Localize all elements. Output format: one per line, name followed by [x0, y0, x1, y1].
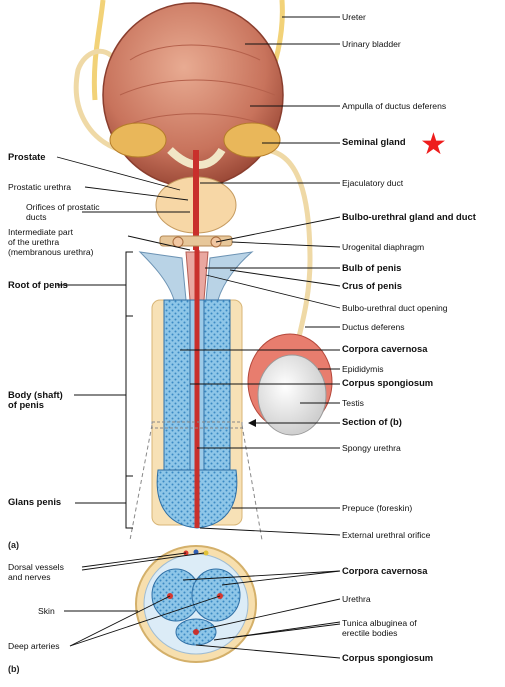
leader-lines-b: [64, 552, 341, 659]
panel-label-b: (b): [8, 664, 20, 674]
label-orifices-prostatic-ducts: Orifices of prostatic ducts: [26, 202, 100, 222]
label-intermediate-urethra: Intermediate part of the urethra (membra…: [8, 227, 94, 257]
label-ejaculatory-duct: Ejaculatory duct: [342, 178, 404, 188]
label-corpus-spongiosum-b: Corpus spongiosum: [342, 652, 434, 663]
label-corpora-cavernosa-b: Corpora cavernosa: [342, 565, 428, 576]
label-spongy-urethra: Spongy urethra: [342, 443, 401, 453]
label-skin: Skin: [38, 606, 55, 616]
label-crus-of-penis: Crus of penis: [342, 280, 402, 291]
label-bulb-of-penis: Bulb of penis: [342, 262, 402, 273]
seminal-gland-right: [223, 122, 281, 158]
label-corpora-cavernosa-a: Corpora cavernosa: [342, 343, 428, 354]
label-bulbo-urethral-gland: Bulbo-urethral gland and duct: [342, 211, 476, 222]
label-ureter: Ureter: [342, 12, 366, 22]
label-body-of-penis: Body (shaft) of penis: [8, 389, 63, 410]
label-urethra-b: Urethra: [342, 594, 371, 604]
label-glans-penis: Glans penis: [8, 496, 62, 507]
label-corpus-spongiosum-a: Corpus spongiosum: [342, 377, 434, 388]
corpus-cavernosum-right: [201, 299, 231, 471]
red-star-marker: ★: [420, 128, 447, 161]
label-epididymis: Epididymis: [342, 364, 384, 374]
label-ampulla: Ampulla of ductus deferens: [342, 101, 447, 111]
label-tunica-albuginea: Tunica albuginea of erectile bodies: [342, 618, 417, 638]
label-seminal-gland: Seminal gland: [342, 136, 406, 147]
label-root-of-penis: Root of penis: [8, 279, 68, 290]
label-testis: Testis: [342, 398, 364, 408]
seminal-gland-left: [109, 122, 167, 158]
label-prepuce: Prepuce (foreskin): [342, 503, 413, 513]
crus-left: [138, 251, 187, 301]
label-urinary-bladder: Urinary bladder: [342, 39, 401, 49]
leader-lines-a: [56, 16, 341, 536]
ductus-right: [261, 147, 313, 351]
root-bracket: [125, 251, 133, 317]
cross-cavernosum-right: [191, 568, 241, 622]
ductus-left: [73, 48, 121, 153]
label-dorsal-vessels: Dorsal vessels and nerves: [8, 562, 64, 582]
bulbo-urethral-gland-left: [172, 236, 184, 248]
dorsal-vessel-3: [203, 550, 209, 556]
label-prostatic-urethra: Prostatic urethra: [8, 182, 72, 192]
testis: [257, 354, 327, 436]
label-bulbo-urethral-opening: Bulbo-urethral duct opening: [342, 303, 448, 313]
section-guide: [129, 424, 263, 541]
body-bracket: [125, 315, 133, 477]
label-prostate: Prostate: [8, 151, 46, 162]
section-arrowhead: [248, 419, 256, 427]
ureter-left: [91, 0, 106, 101]
label-deep-arteries: Deep arteries: [8, 641, 60, 651]
label-ductus-deferens: Ductus deferens: [342, 322, 405, 332]
section-plane: [151, 421, 243, 429]
dorsal-vessel-2: [193, 549, 199, 555]
cross-urethra: [193, 629, 199, 635]
crus-right: [205, 251, 254, 301]
label-urogenital-diaphragm: Urogenital diaphragm: [342, 242, 425, 252]
label-external-urethral-orifice: External urethral orifice: [342, 530, 431, 540]
label-section-of-b: Section of (b): [342, 416, 402, 427]
panel-label-a: (a): [8, 540, 19, 550]
glans-bracket: [125, 475, 133, 529]
corpus-cavernosum-left: [163, 299, 193, 471]
